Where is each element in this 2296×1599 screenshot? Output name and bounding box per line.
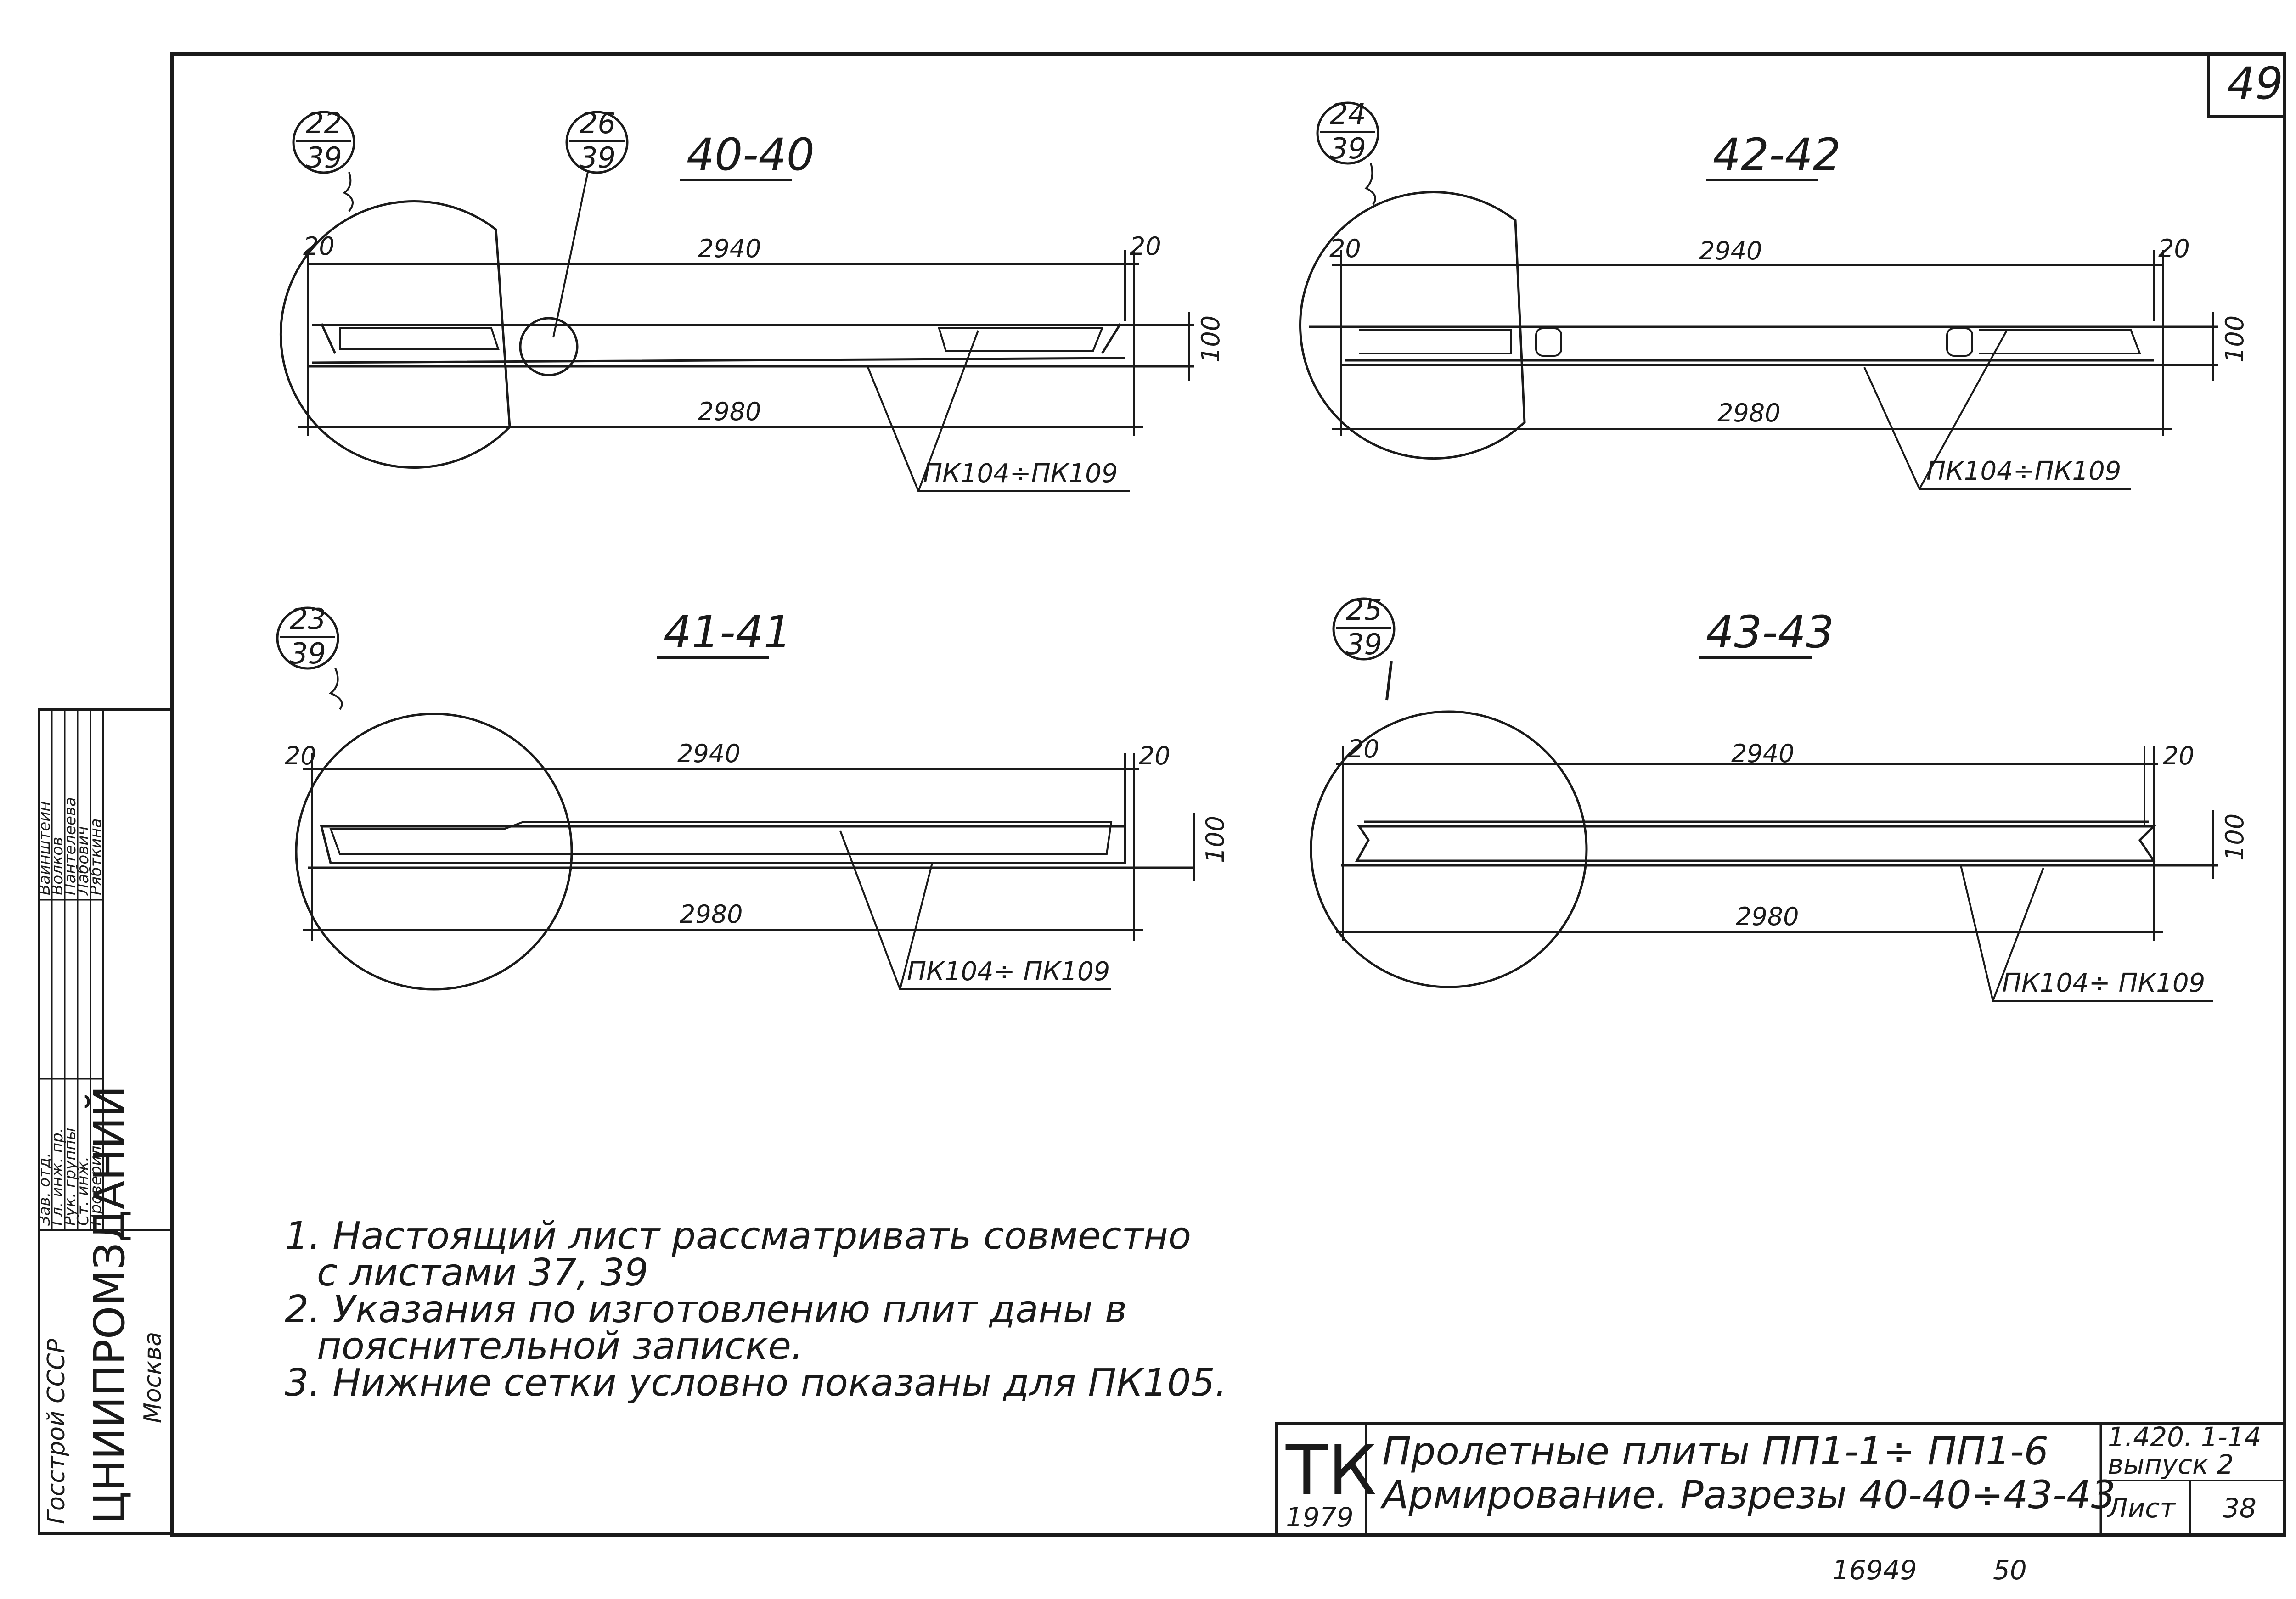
svg-text:23: 23 [290, 602, 326, 636]
stamp-role: Проверил [87, 1146, 105, 1226]
dim-height: 100 [1196, 315, 1225, 363]
callout-detail-22: 22 39 [292, 107, 355, 212]
dim-top: 2940 [677, 739, 740, 768]
callout-detail-26: 26 39 [552, 107, 629, 338]
stamp-org-2: ЦНИИПРОМЗДАНИЙ [84, 1086, 134, 1524]
dim-right: 20 [2163, 741, 2195, 770]
svg-text:22: 22 [306, 107, 342, 140]
stamp-name: Пантелеева [61, 797, 79, 895]
section-title: 42-42 [1713, 129, 1841, 180]
section-40-40: 40-40 22 39 26 39 20 20 2940 [279, 107, 1225, 492]
section-41-41: 41-41 23 39 20 20 2940 100 2980 ПК104÷ П… [276, 602, 1230, 991]
title-mark: ТК [1285, 1431, 1377, 1511]
dim-bottom: 2980 [1717, 398, 1780, 427]
detail-circle-left [295, 713, 573, 991]
note-line: 2. Указания по изготовлению плит даны в [285, 1288, 1127, 1331]
dim-right: 20 [2158, 234, 2190, 263]
dim-bottom: 2980 [698, 397, 761, 426]
dim-top: 2940 [1731, 739, 1794, 768]
svg-text:26: 26 [580, 107, 616, 140]
title-year: 1979 [1286, 1502, 1354, 1533]
svg-text:39: 39 [1346, 628, 1382, 661]
note-line: пояснительной записке. [317, 1324, 803, 1368]
detail-circle-left [1310, 710, 1588, 988]
stamp-role: Рук. группы [61, 1128, 79, 1226]
dim-bottom: 2980 [1736, 902, 1799, 931]
note-line: 1. Настоящий лист рассматривать совместн… [285, 1214, 1191, 1258]
dim-top: 2940 [1699, 236, 1762, 265]
callout-detail-23: 23 39 [276, 602, 343, 710]
dim-left: 20 [1348, 735, 1379, 763]
dim-height: 100 [2220, 315, 2249, 363]
callout-detail-24: 24 39 [1316, 97, 1379, 205]
stamp-role: Зав. отд. [35, 1153, 54, 1226]
stamp-role: Ст. инж. [74, 1156, 92, 1226]
dim-top: 2940 [698, 234, 761, 263]
section-43-43: 43-43 25 39 20 20 2940 100 2980 ПК104÷ П… [1310, 593, 2249, 1002]
dim-left: 20 [285, 741, 316, 770]
doc-issue: выпуск 2 [2108, 1449, 2234, 1480]
callout-detail-25: 25 39 [1332, 593, 1396, 701]
stamp-role: Гл. инж. пр. [48, 1128, 67, 1226]
svg-text:25: 25 [1346, 593, 1382, 627]
detail-circle-small [519, 317, 579, 376]
svg-text:24: 24 [1330, 97, 1366, 131]
section-42-42: 42-42 24 39 20 20 2940 100 2980 ПК104÷ПК… [1299, 97, 2249, 490]
svg-text:39: 39 [290, 637, 326, 670]
bottom-number: 16949 [1832, 1554, 1917, 1586]
sheet-number: 49 [2227, 58, 2283, 109]
detail-circle-left [279, 200, 511, 469]
svg-text:39: 39 [580, 141, 616, 174]
dim-right: 20 [1130, 232, 1161, 261]
detail-circle-left [1299, 191, 1526, 460]
dim-left: 20 [1329, 234, 1361, 263]
title-line-2: Армирование. Разрезы 40-40÷43-43 [1380, 1472, 2116, 1517]
sheet-label: Лист [2107, 1492, 2176, 1524]
side-stamp: Госстрой СССР ЦНИИПРОМЗДАНИЙ Москва Зав.… [35, 708, 174, 1535]
ref-label: ПК104÷ ПК109 [907, 957, 1110, 987]
svg-text:39: 39 [306, 141, 342, 174]
dim-height: 100 [2220, 814, 2249, 861]
doc-code: 1.420. 1-14 [2108, 1421, 2262, 1453]
sheet-number-box [2207, 53, 2286, 118]
title-block: ТК 1979 Пролетные плиты ПП1-1÷ ПП1-6 Арм… [1275, 1421, 2286, 1536]
stamp-name: Вайнштейн [35, 801, 54, 895]
dim-left: 20 [303, 232, 335, 261]
ref-label: ПК104÷ ПК109 [2002, 968, 2205, 998]
stamp-org-3: Москва [139, 1332, 167, 1423]
stamp-name: Рябткина [87, 819, 105, 895]
section-title: 43-43 [1706, 606, 1834, 658]
sheet-value: 38 [2223, 1492, 2257, 1524]
dim-height: 100 [1201, 816, 1230, 863]
notes: 1. Настоящий лист рассматривать совместн… [285, 1214, 1227, 1405]
section-title: 40-40 [687, 129, 815, 180]
ref-label: ПК104÷ПК109 [923, 459, 1118, 488]
dim-bottom: 2980 [680, 900, 743, 929]
svg-text:39: 39 [1330, 132, 1366, 165]
stamp-name: Волков [48, 837, 67, 895]
bottom-number: 50 [1993, 1554, 2027, 1586]
stamp-org-1: Госстрой СССР [43, 1339, 70, 1524]
note-line: с листами 37, 39 [317, 1251, 648, 1295]
ref-label: ПК104÷ПК109 [1926, 456, 2121, 486]
note-line: 3. Нижние сетки условно показаны для ПК1… [285, 1361, 1227, 1405]
stamp-name: Лабович [74, 826, 92, 896]
title-line-1: Пролетные плиты ПП1-1÷ ПП1-6 [1382, 1429, 2048, 1474]
section-title: 41-41 [664, 606, 792, 658]
dim-right: 20 [1139, 741, 1171, 770]
